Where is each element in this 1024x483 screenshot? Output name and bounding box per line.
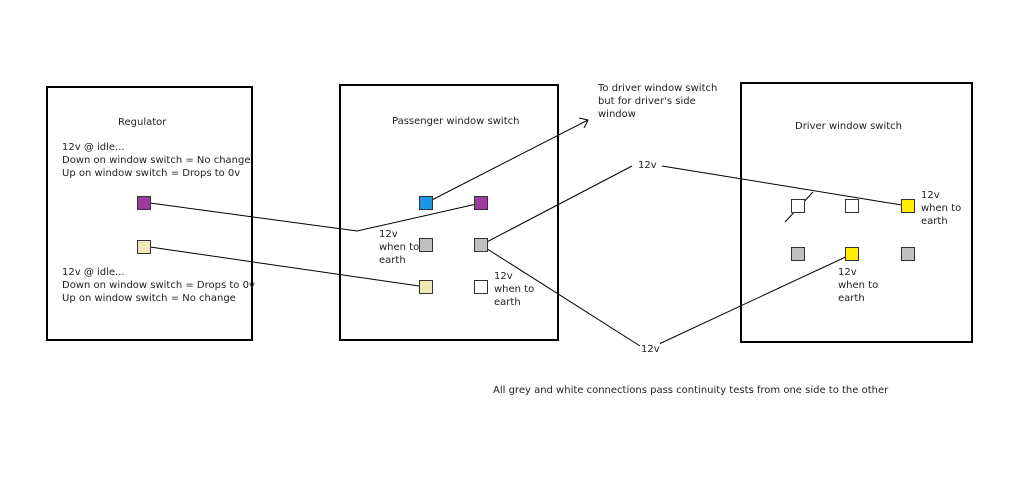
passenger-pin-blue [419,196,433,210]
regulator-title: Regulator [118,117,167,128]
wire-grey-lower-a [480,244,641,347]
regulator-box [46,86,253,341]
wire-label-12v-upper: 12v [638,159,657,172]
driver-pin-white [845,199,859,213]
to-driver-note: To driver window switch but for driver's… [598,83,718,120]
driver-pin-yellow-top [901,199,915,213]
driver-pin-yellow-bottom [845,247,859,261]
wire-label-12v-lower: 12v [641,343,660,356]
driver-pin-white-crossed [791,199,805,213]
driver-pin-grey-left [791,247,805,261]
driver-pin-grey-right [901,247,915,261]
wire-cream [149,246,427,288]
passenger-pin-grey-right [474,238,488,252]
driver-title: Driver window switch [795,121,902,132]
driver-label-top: 12v when to earth [921,190,962,227]
regulator-note-lower: 12v @ idle... Down on window switch = Dr… [62,267,255,304]
regulator-pin-cream [137,240,151,254]
passenger-label-left: 12v when to earth [379,229,420,266]
passenger-pin-purple [474,196,488,210]
passenger-label-right: 12v when to earth [494,271,535,308]
wire-grey-upper-b [661,165,909,207]
wire-purple-passenger [356,202,482,232]
regulator-note-upper: 12v @ idle... Down on window switch = No… [62,142,251,179]
wire-blue-to-driver [425,119,589,204]
footer-note: All grey and white connections pass cont… [493,385,889,396]
wire-grey-lower-b [658,253,853,345]
wire-grey-upper-a [480,165,633,246]
driver-switch-box [740,82,973,343]
passenger-pin-white [474,280,488,294]
driver-label-bottom: 12v when to earth [838,267,879,304]
passenger-switch-box [339,84,559,341]
passenger-title: Passenger window switch [392,116,520,127]
wire-purple-regulator [149,202,358,232]
passenger-pin-grey-left [419,238,433,252]
regulator-pin-purple [137,196,151,210]
passenger-pin-cream [419,280,433,294]
arrowhead [578,117,589,129]
